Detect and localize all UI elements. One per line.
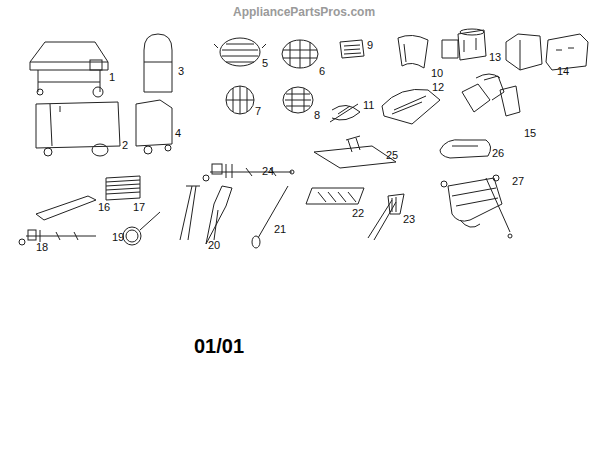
- callout-number: 8: [314, 110, 320, 121]
- callout-number: 14: [557, 66, 569, 77]
- callout-number: 15: [524, 128, 536, 139]
- callout-number: 13: [489, 52, 501, 63]
- callout-number: 21: [274, 224, 286, 235]
- page-code: 01/01: [194, 336, 244, 356]
- callout-number: 12: [432, 82, 444, 93]
- callout-number: 16: [98, 202, 110, 213]
- callout-number: 3: [178, 66, 184, 77]
- callout-number: 24: [262, 166, 274, 177]
- callout-number: 18: [36, 242, 48, 253]
- callout-number: 6: [319, 66, 325, 77]
- callout-number: 9: [367, 40, 373, 51]
- callout-number: 23: [403, 214, 415, 225]
- callout-number: 26: [492, 148, 504, 159]
- callout-number: 25: [386, 150, 398, 161]
- callout-number: 4: [175, 128, 181, 139]
- callout-number: 5: [262, 58, 268, 69]
- callout-number: 2: [122, 140, 128, 151]
- callout-number: 20: [208, 240, 220, 251]
- callout-number: 17: [133, 202, 145, 213]
- callout-number: 22: [352, 208, 364, 219]
- callout-number: 11: [363, 100, 374, 111]
- callout-number: 10: [431, 68, 443, 79]
- callout-number: 1: [109, 72, 115, 83]
- callout-number: 19: [112, 232, 124, 243]
- callout-number: 7: [255, 106, 261, 117]
- watermark: AppliancePartsPros.com: [233, 6, 375, 18]
- callout-number: 27: [512, 176, 524, 187]
